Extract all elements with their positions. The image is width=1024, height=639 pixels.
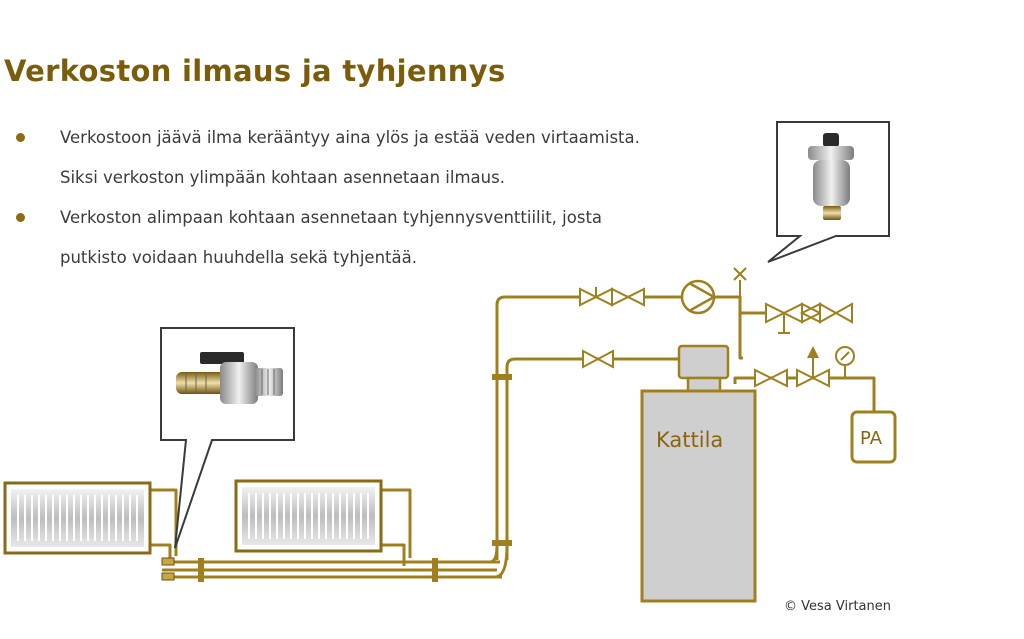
pump-icon [680, 279, 717, 315]
air-vent-body [813, 160, 850, 206]
radiator-fins [11, 489, 144, 547]
air-vent-top [808, 146, 854, 160]
radiator-1-return [150, 543, 172, 560]
radiator-2 [234, 479, 383, 553]
supply-bend [489, 544, 499, 564]
pipe-clamp [492, 374, 512, 380]
boiler-body [640, 389, 757, 603]
valve-accessories [595, 267, 846, 378]
pipe-clamp [432, 558, 438, 582]
supply-pipe-upper [495, 295, 743, 560]
valve-body [220, 362, 258, 404]
drain-fittings [161, 557, 175, 581]
air-vent-icon [733, 267, 747, 281]
pressure-gauge-icon [835, 346, 855, 366]
drain-valve-callout [160, 327, 295, 549]
radiator-fin-lines [248, 493, 369, 539]
radiator-fin-lines [17, 495, 138, 541]
air-vent-photo [808, 133, 854, 220]
boiler-top-connector [677, 344, 730, 380]
bullet-dot-icon [16, 133, 25, 142]
valve-icon [611, 287, 645, 307]
air-vent-thread [823, 206, 841, 220]
pipe-clamp [492, 540, 512, 546]
valve-icon [799, 302, 823, 324]
page-title: Verkoston ilmaus ja tyhjennys [4, 54, 506, 88]
bullet-dot-icon [16, 213, 25, 222]
expansion-vessel: PA [850, 410, 897, 464]
bullet-item-2: Verkoston alimpaan kohtaan asennetaan ty… [16, 198, 776, 278]
drain-fitting [161, 557, 175, 566]
valve-icon [582, 349, 614, 369]
bullet-2-line-2: putkisto voidaan huuhdella sekä tyhjentä… [60, 248, 417, 267]
expansion-vessel-body [850, 410, 897, 464]
valve-thread [255, 368, 283, 396]
bullet-2-line-1: Verkoston alimpaan kohtaan asennetaan ty… [60, 208, 603, 227]
valve-icon [754, 368, 788, 388]
boiler: Kattila [640, 344, 757, 603]
bullet-list: Verkostoon jäävä ilma kerääntyy aina ylö… [16, 118, 776, 278]
safety-valve-arrow-icon [807, 346, 819, 358]
boiler-label: Kattila [656, 428, 723, 452]
copyright-credit: © Vesa Virtanen [784, 599, 891, 614]
pipe-clamps [198, 374, 512, 582]
drain-fitting [161, 572, 175, 581]
bullet-1-line-1: Verkostoon jäävä ilma kerääntyy aina ylö… [60, 128, 640, 147]
return-bend [494, 544, 509, 579]
bullet-1-line-2: Siksi verkoston ylimpään kohtaan asennet… [60, 168, 505, 187]
air-vent-cap [823, 133, 839, 147]
expansion-vessel-label: PA [860, 428, 883, 449]
radiator-2-supply [381, 488, 412, 558]
valve-icon [819, 302, 853, 324]
drain-valve-photo [176, 352, 283, 404]
return-pipe-upper [505, 357, 680, 560]
pipe-clamp [198, 558, 204, 582]
radiator-1 [3, 481, 152, 555]
air-vent-callout [767, 121, 890, 263]
radiator-2-return [381, 543, 406, 566]
bullet-item-1: Verkostoon jäävä ilma kerääntyy aina ylö… [16, 118, 776, 198]
valve-handle [200, 352, 244, 364]
radiator-fins [242, 487, 375, 545]
